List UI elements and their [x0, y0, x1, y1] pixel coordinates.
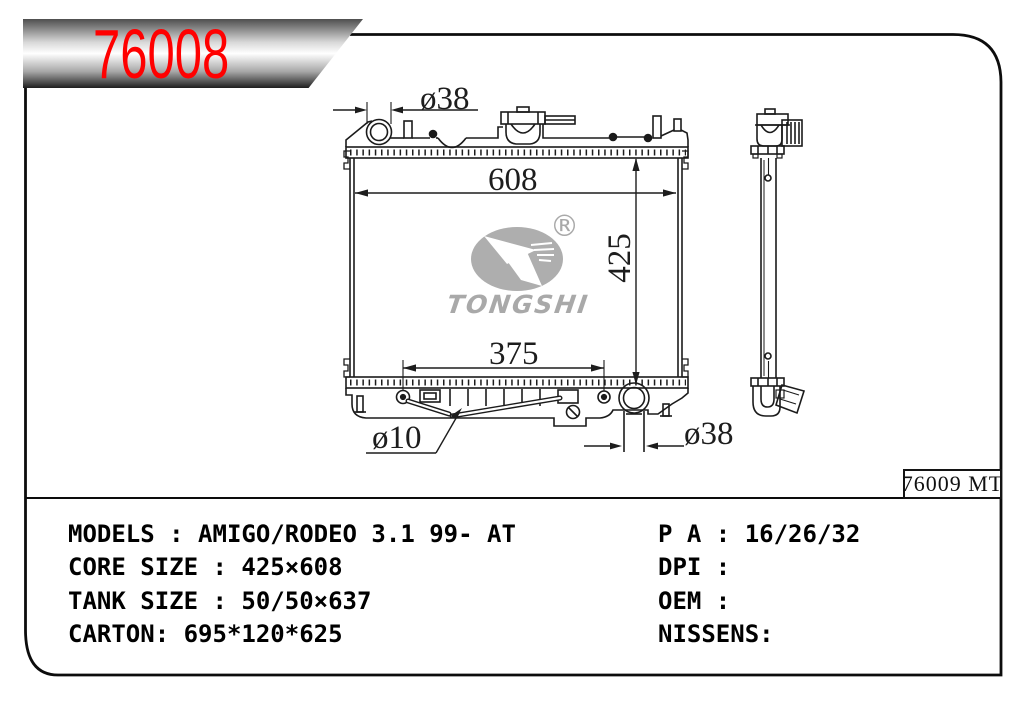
tongshi-logo-mark — [471, 227, 563, 291]
logo-brand-text: TONGSHI — [444, 290, 592, 319]
dim-bracket-spacing: 375 — [489, 336, 539, 372]
reference-label: 76009 MT — [901, 471, 1004, 496]
part-number-banner: 76008 — [23, 19, 363, 88]
part-number: 76008 — [93, 15, 230, 93]
spec-nissens: NISSENS: — [658, 620, 774, 648]
spec-carton: CARTON: 695*120*625 — [68, 620, 343, 648]
registered-trademark-icon: ® — [550, 209, 579, 243]
spec-pa: P A : 16/26/32 — [658, 520, 861, 548]
page-border — [24, 19, 1003, 677]
dim-core-width: 608 — [488, 162, 538, 198]
spec-oem: OEM : — [658, 587, 731, 615]
dimension-lines — [333, 102, 684, 454]
spec-models: MODELS : AMIGO/RODEO 3.1 99- AT — [68, 520, 516, 548]
spec-core-size: CORE SIZE : 425×608 — [68, 553, 343, 581]
reference-label-box: 76009 MT — [901, 469, 1004, 499]
dim-outlet-diameter-bottom: ø38 — [684, 416, 734, 452]
dim-core-height: 425 — [602, 233, 638, 283]
dim-inlet-diameter-top: ø38 — [420, 81, 470, 117]
radiator-front-view — [343, 106, 689, 452]
radiator-side-view — [750, 108, 806, 417]
spec-tank-size: TANK SIZE : 50/50×637 — [68, 587, 372, 615]
spec-dpi: DPI : — [658, 553, 731, 581]
dim-rod-diameter: ø10 — [372, 420, 422, 456]
